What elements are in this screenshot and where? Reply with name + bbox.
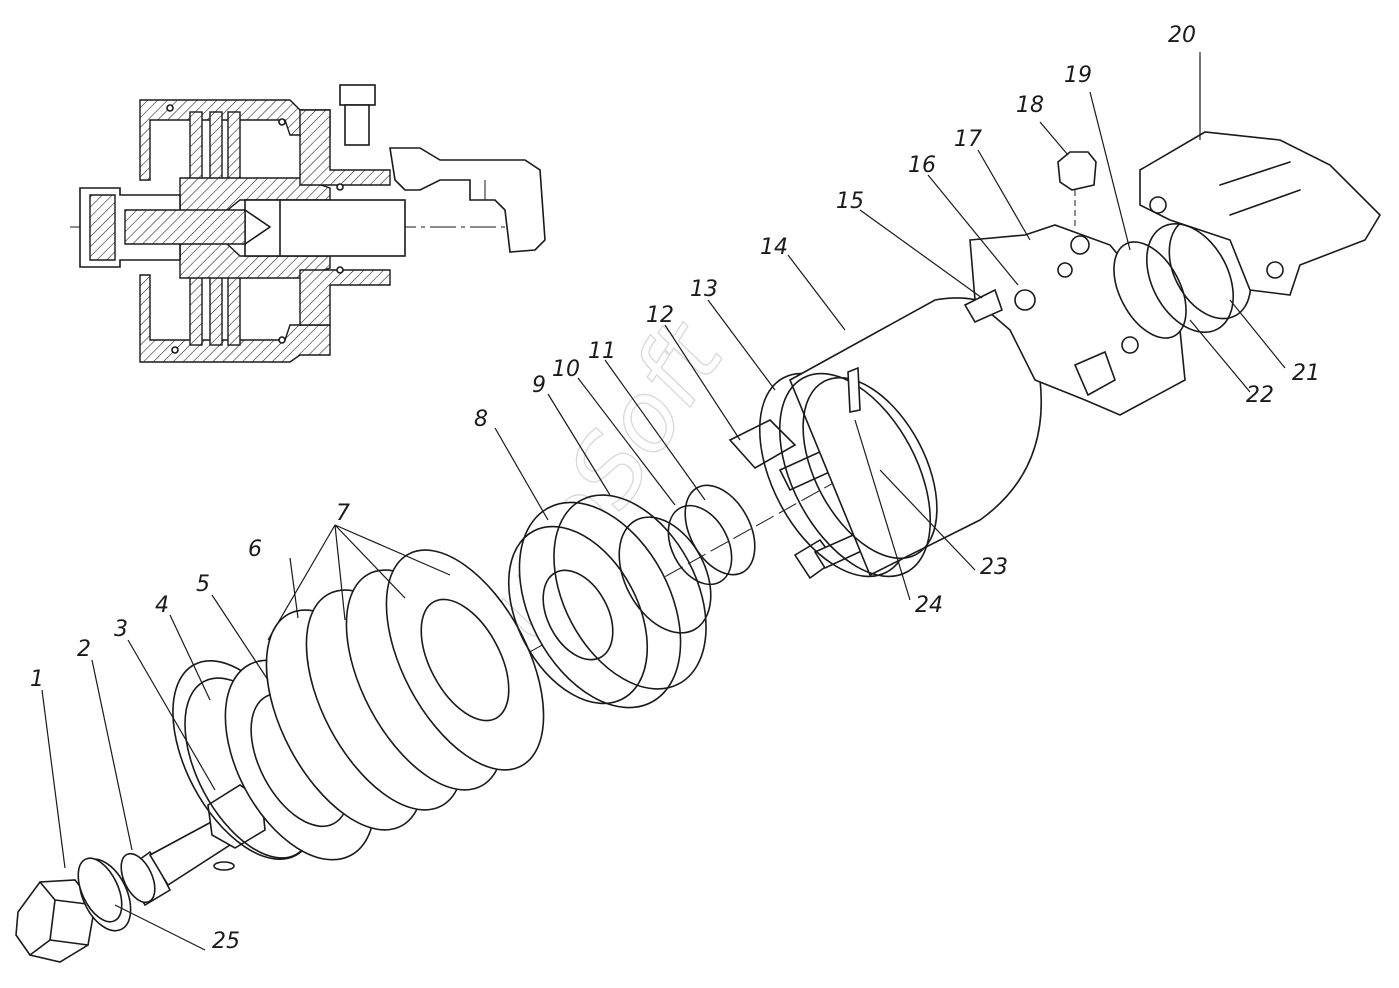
callout-20: 20 — [1168, 23, 1196, 48]
callout-3: 3 — [114, 617, 128, 642]
callout-16: 16 — [908, 153, 936, 178]
exploded-parts — [15, 131, 1382, 963]
callout-23: 23 — [980, 555, 1008, 580]
part-3-bolt-nut — [207, 784, 266, 871]
part-9-seal — [618, 516, 712, 634]
callout-17: 17 — [954, 127, 982, 152]
part-20-lever — [1139, 131, 1382, 296]
part-25-washer — [77, 857, 123, 923]
part-19-bushing — [1113, 241, 1187, 339]
callout-13: 13 — [690, 277, 718, 302]
callout-12: 12 — [646, 303, 674, 328]
callout-1: 1 — [30, 667, 44, 692]
part-8-piston — [507, 494, 707, 709]
callout-24: 24 — [915, 593, 943, 618]
callout-14: 14 — [760, 235, 788, 260]
callout-2: 2 — [77, 637, 91, 662]
callout-8: 8 — [474, 407, 488, 432]
callout-18: 18 — [1016, 93, 1044, 118]
leader-lines — [41, 52, 1286, 951]
callout-15: 15 — [836, 189, 864, 214]
part-22-ring — [1145, 222, 1235, 334]
part-10-ring — [667, 504, 733, 586]
callout-labels: 1 2 3 4 5 6 7 8 9 10 11 12 13 14 15 16 1… — [30, 23, 1320, 954]
part-18-plug — [1057, 151, 1097, 230]
callout-25: 25 — [212, 929, 240, 954]
callout-9: 9 — [532, 373, 546, 398]
callout-5: 5 — [196, 572, 210, 597]
callout-4: 4 — [155, 593, 169, 618]
callout-7: 7 — [336, 501, 350, 526]
callout-6: 6 — [248, 537, 262, 562]
callout-21: 21 — [1292, 361, 1320, 386]
callout-11: 11 — [588, 339, 616, 364]
callout-10: 10 — [552, 357, 580, 382]
part-23-pin — [847, 366, 861, 413]
part-11-ring — [684, 484, 756, 576]
part-7-disc-pack — [265, 549, 545, 831]
callout-19: 19 — [1064, 63, 1092, 88]
callout-22: 22 — [1246, 383, 1274, 408]
sectional-view — [70, 84, 546, 363]
